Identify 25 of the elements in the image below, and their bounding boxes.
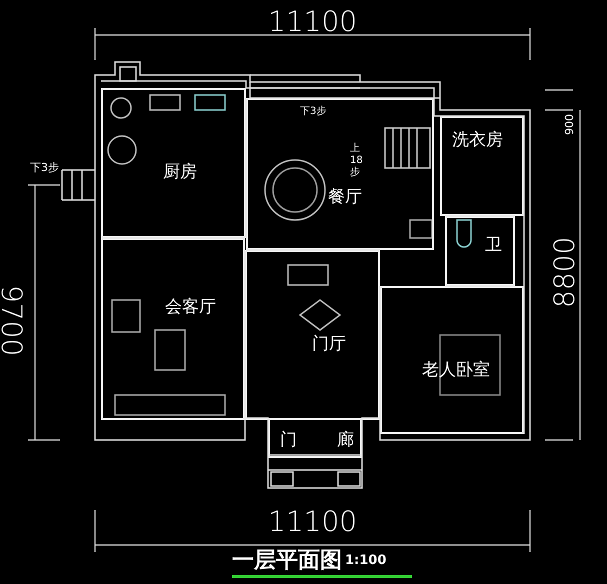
step-note: 下3步 bbox=[30, 160, 59, 175]
room-outline bbox=[440, 116, 524, 216]
dimension-text: 11100 bbox=[268, 505, 358, 538]
room-outline bbox=[380, 286, 524, 434]
room-label: 门廊 bbox=[280, 429, 394, 451]
room-label: 老人卧室 bbox=[422, 359, 490, 381]
room-outline bbox=[246, 98, 434, 250]
dimension-text: 8800 bbox=[548, 236, 581, 308]
room-outline bbox=[268, 418, 362, 458]
room-label: 会客厅 bbox=[165, 296, 216, 318]
scale-text: 1:100 bbox=[345, 553, 386, 568]
room-label: 卫 bbox=[485, 234, 502, 256]
room-label: 门厅 bbox=[312, 333, 346, 355]
room-outline bbox=[101, 88, 246, 238]
dimension-text: 9700 bbox=[0, 285, 28, 356]
room-outline bbox=[445, 216, 515, 286]
room-label: 餐厅 bbox=[328, 186, 362, 208]
room-label: 洗衣房 bbox=[452, 129, 503, 151]
room-outline bbox=[245, 250, 380, 420]
step-note: 下3步 bbox=[300, 104, 326, 118]
dimension-text: 11100 bbox=[268, 5, 358, 38]
dimension-text: 900 bbox=[563, 114, 576, 135]
room-label: 厨房 bbox=[163, 161, 197, 183]
step-note: 上 18步 bbox=[350, 143, 364, 179]
room-outline bbox=[101, 238, 245, 420]
